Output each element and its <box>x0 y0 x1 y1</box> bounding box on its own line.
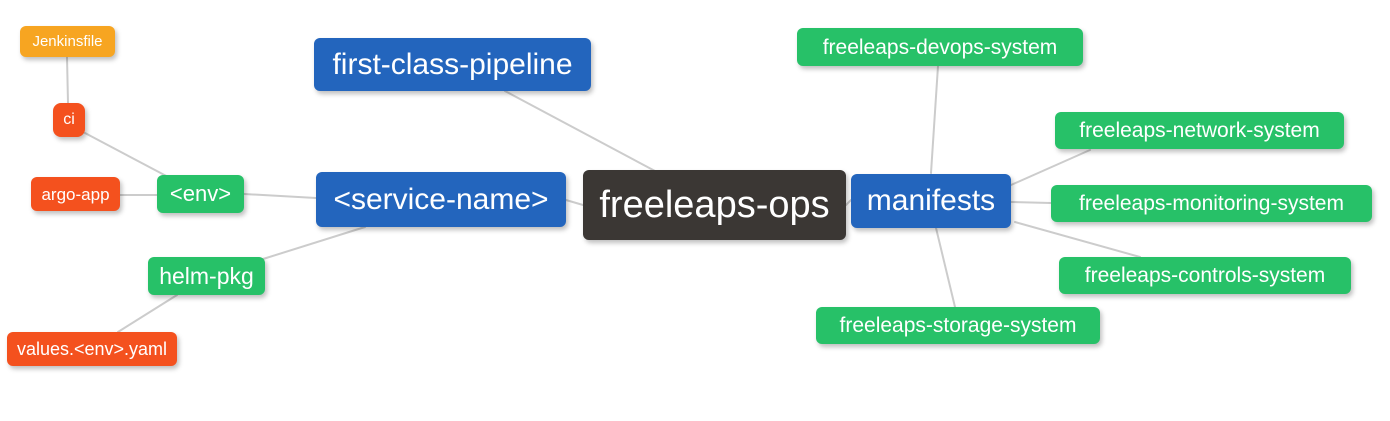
edge-helmpkg-servicename <box>262 226 366 260</box>
edge-manifests-controls <box>1014 221 1141 258</box>
node-freeleaps-storage-system[interactable]: freeleaps-storage-system <box>816 307 1100 344</box>
edge-ops-manifests <box>845 199 852 206</box>
node-ci[interactable]: ci <box>53 103 85 137</box>
edge-ci-env <box>84 132 173 180</box>
edge-env-servicename <box>243 193 317 199</box>
node-values-env-yaml[interactable]: values.<env>.yaml <box>7 332 177 366</box>
node-argo-app[interactable]: argo-app <box>31 177 120 211</box>
edge-servicename-ops <box>565 199 584 206</box>
node-freeleaps-monitoring-system[interactable]: freeleaps-monitoring-system <box>1051 185 1372 222</box>
node-env[interactable]: <env> <box>157 175 244 213</box>
edge-manifests-devops <box>930 65 939 174</box>
node-freeleaps-network-system[interactable]: freeleaps-network-system <box>1055 112 1344 149</box>
node-jenkinsfile[interactable]: Jenkinsfile <box>20 26 115 57</box>
node-freeleaps-devops-system[interactable]: freeleaps-devops-system <box>797 28 1083 66</box>
edge-manifests-network <box>1010 149 1091 186</box>
edge-pipeline-ops <box>504 90 656 172</box>
edge-values-helmpkg <box>117 294 178 333</box>
node-freeleaps-controls-system[interactable]: freeleaps-controls-system <box>1059 257 1351 294</box>
node-first-class-pipeline[interactable]: first-class-pipeline <box>314 38 591 91</box>
edge-jenkinsfile-ci <box>66 56 69 104</box>
node-freeleaps-ops[interactable]: freeleaps-ops <box>583 170 846 240</box>
edge-manifests-monitoring <box>1010 201 1052 204</box>
edge-manifests-storage <box>935 227 956 308</box>
node-helm-pkg[interactable]: helm-pkg <box>148 257 265 295</box>
node-manifests[interactable]: manifests <box>851 174 1011 228</box>
node-service-name[interactable]: <service-name> <box>316 172 566 227</box>
